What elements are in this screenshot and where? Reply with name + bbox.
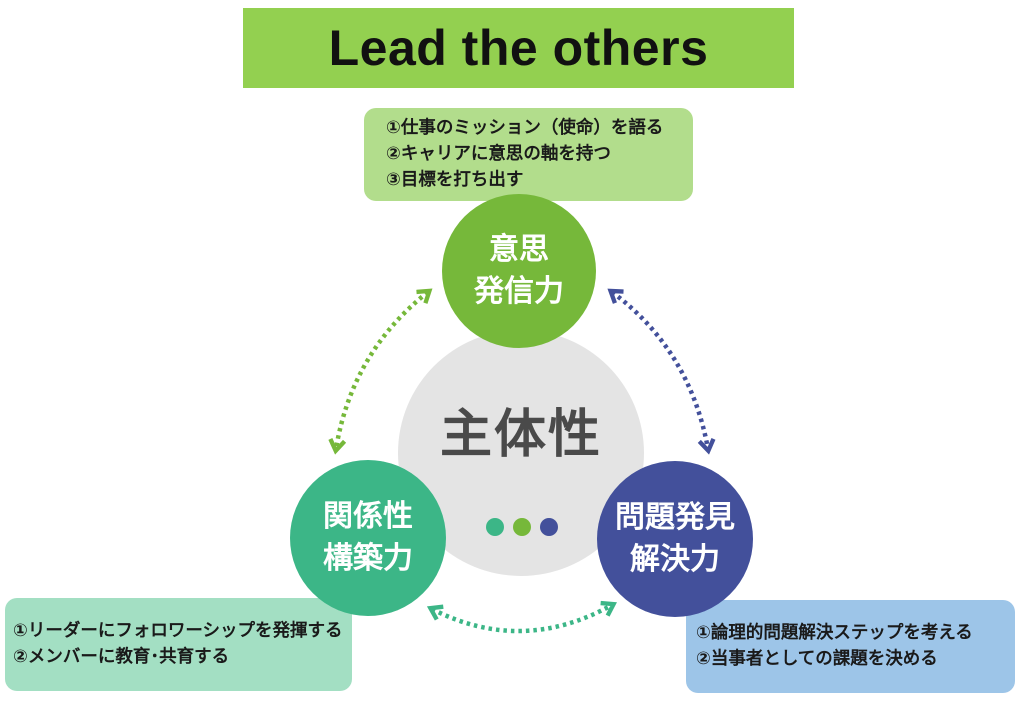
callout-right-item-1: ①論理的問題解決ステップを考える <box>696 623 973 643</box>
center-label: 主体性 <box>439 405 602 465</box>
node-right-line1: 問題発見 <box>615 500 735 535</box>
node-left-line2: 構築力 <box>323 541 413 576</box>
callout-left-item-1: ①リーダーにフォロワーシップを発揮する <box>13 621 343 641</box>
callout-top-item-3: ③目標を打ち出す <box>386 170 524 190</box>
dot-blue <box>540 518 558 536</box>
callout-top-item-2: ②キャリアに意思の軸を持つ <box>386 144 611 164</box>
node-right-line2: 解決力 <box>630 542 720 577</box>
node-left-line1: 関係性 <box>323 499 413 534</box>
node-left: 関係性 構築力 <box>290 460 446 616</box>
callout-left: ①リーダーにフォロワーシップを発揮する ②メンバーに教育･共育する <box>5 598 352 691</box>
callout-right-item-2: ②当事者としての課題を決める <box>696 649 938 669</box>
center-dots <box>486 518 558 536</box>
callout-top: ①仕事のミッション（使命）を語る ②キャリアに意思の軸を持つ ③目標を打ち出す <box>364 108 693 201</box>
title-banner: Lead the others <box>243 8 794 88</box>
node-top-line1: 意思 <box>489 232 549 267</box>
arrow-top-right <box>607 288 716 455</box>
node-top: 意思 発信力 <box>442 194 596 348</box>
diagram-title: Lead the others <box>328 20 709 76</box>
callout-top-item-1: ①仕事のミッション（使命）を語る <box>386 118 664 138</box>
arrow-bottom <box>426 600 617 634</box>
node-right: 問題発見 解決力 <box>597 461 753 617</box>
dot-teal <box>486 518 504 536</box>
node-top-line2: 発信力 <box>474 274 564 309</box>
dot-green <box>513 518 531 536</box>
arrow-top-left <box>328 288 433 455</box>
callout-left-item-2: ②メンバーに教育･共育する <box>13 647 230 667</box>
callout-right: ①論理的問題解決ステップを考える ②当事者としての課題を決める <box>686 600 1015 693</box>
